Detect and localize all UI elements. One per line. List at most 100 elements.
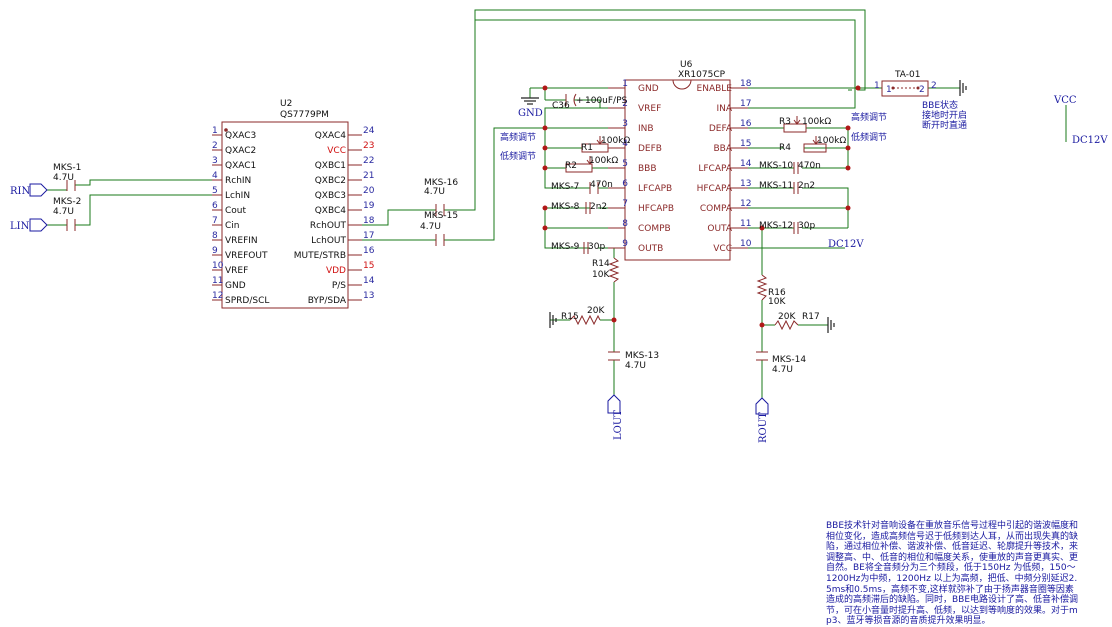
u2-pin-20-name: QXBC3 — [315, 191, 346, 201]
mks12-ref: MKS-12 — [759, 221, 793, 231]
u2-pin-16-number: 16 — [363, 246, 375, 256]
u2-pin-4-name: RchIN — [225, 176, 251, 186]
u6-pin-5-number: 5 — [622, 159, 628, 169]
lin-label: LIN — [10, 221, 30, 232]
u6-pin-14-name: LFCAPA — [698, 164, 732, 174]
cap-mks13: MKS-13 4.7U — [608, 351, 659, 371]
lf-adjust-b-label: 低频调节 — [500, 150, 536, 162]
u6-pin-9-name: OUTB — [638, 244, 663, 254]
u2-pin-13-number: 13 — [363, 291, 374, 301]
u2-pin-22-name: QXBC1 — [315, 161, 346, 171]
cap-mks10: MKS-10 470n — [759, 161, 821, 174]
pot-r4: R4 100kΩ — [779, 136, 846, 153]
u6-pin-4-name: DEFB — [638, 144, 662, 154]
u6-pin-11-number: 11 — [740, 219, 751, 229]
u2-pin-8-name: VREFIN — [225, 236, 258, 246]
r4-ref: R4 — [779, 143, 791, 153]
mks8-ref: MKS-8 — [551, 202, 580, 212]
r3-ref: R3 — [779, 117, 791, 127]
u6-pin-6-name: LFCAPB — [638, 184, 672, 194]
u6-part: XR1075CP — [678, 70, 726, 80]
wires — [47, 9, 1067, 398]
mks9-ref: MKS-9 — [551, 242, 580, 252]
cap-mks1: MKS-1 4.7U — [53, 163, 81, 191]
r2-ref: R2 — [565, 161, 577, 171]
u2-pin-17-number: 17 — [363, 231, 374, 241]
mks7-ref: MKS-7 — [551, 182, 579, 192]
u2-pin-1-number: 1 — [212, 126, 218, 136]
u2-pin-14-name: P/S — [332, 281, 346, 291]
pot-r2: R2 100kΩ — [565, 156, 618, 173]
u6-pin-13-name: HFCAPA — [697, 184, 733, 194]
mks10-ref: MKS-10 — [759, 161, 793, 171]
res-r15: R15 20K — [561, 306, 605, 326]
r16-ref: R16 — [768, 288, 786, 298]
lf-adjust-a-label: 低频调节 — [851, 131, 887, 143]
u2-pin-10-name: VREF — [225, 266, 248, 276]
cap-mks9: MKS-9 30p — [551, 242, 605, 254]
cap-mks11: MKS-11 2n2 — [759, 181, 815, 194]
mks16-val: 4.7U — [424, 187, 445, 197]
ta01-note-2: 接地时开启 — [922, 109, 967, 121]
gnd-r17 — [827, 317, 835, 333]
r14-val: 10K — [592, 270, 610, 280]
mks14-ref: MKS-14 — [772, 355, 806, 365]
hf-adjust-b-label: 高频调节 — [500, 131, 536, 143]
u6-ref: U6 — [680, 60, 693, 70]
u6-pin-17-name: INA — [716, 104, 732, 114]
ta01-pin2-outer: 2 — [931, 81, 937, 91]
u6-pin-6-number: 6 — [622, 179, 628, 189]
u6-pin-17-number: 17 — [740, 99, 751, 109]
u6-pin-15-name: BBA — [713, 144, 732, 154]
r16-val: 10K — [768, 297, 786, 307]
mks2-val: 4.7U — [53, 207, 74, 217]
mks1-ref: MKS-1 — [53, 163, 81, 173]
u2-ref: U2 — [280, 99, 292, 109]
dc12v-vcc-label: DC12V — [1072, 135, 1108, 146]
u2-pin-5-number: 5 — [212, 186, 218, 196]
u6-pin-16-name: DEFA — [709, 124, 733, 134]
ta01-pin1-outer: 1 — [874, 81, 880, 91]
cap-mks12: MKS-12 30p — [759, 221, 815, 234]
r14-ref: R14 — [592, 259, 610, 269]
u2-pin-8-number: 8 — [212, 231, 218, 241]
c36-ref: C36 — [552, 101, 570, 111]
c36-val: 100uF/PS — [585, 96, 628, 106]
r15-ref: R15 — [561, 312, 579, 322]
port-lin: LIN — [10, 218, 48, 232]
cap-mks7: MKS-7 470n — [551, 180, 613, 194]
net-labels: 高频调节 低频调节 高频调节 低频调节 DC12V VCC DC12V — [500, 95, 1108, 250]
u2-pin-6-number: 6 — [212, 201, 218, 211]
u2-pin-17-name: LchOUT — [311, 236, 346, 246]
u2-pin-7-number: 7 — [212, 216, 218, 226]
u2-pin-9-name: VREFOUT — [225, 251, 268, 261]
mks8-val: 2n2 — [590, 202, 607, 212]
ta01-pin2-inner: 2 — [919, 85, 925, 95]
ta01-jumper: TA-01 1 1 2 2 BBE状态 接地时开启 断开时直通 — [874, 70, 967, 131]
u2-pin-4-number: 4 — [212, 171, 218, 181]
lout-label: LOUT — [613, 410, 624, 440]
u2-pin-10-number: 10 — [212, 261, 224, 271]
mks15-val: 4.7U — [420, 222, 441, 232]
u2-pin-24-number: 24 — [363, 126, 375, 136]
u6-pin-18-name: ENABLE — [697, 84, 733, 94]
u6-pin-10-name: VCC — [713, 244, 732, 254]
u2-pin-9-number: 9 — [212, 246, 218, 256]
mks15-ref: MKS-15 — [424, 211, 458, 221]
u2-pin-24-name: QXAC4 — [315, 131, 347, 141]
u6-pin-13-number: 13 — [740, 179, 751, 189]
mks2-ref: MKS-2 — [53, 197, 81, 207]
u2-pin-7-name: Cin — [225, 221, 240, 231]
u2-pin-21-number: 21 — [363, 171, 374, 181]
u6-pin-7-number: 7 — [622, 199, 628, 209]
pot-r1: R1 100kΩ — [581, 136, 630, 153]
dc12v-u6-label: DC12V — [828, 239, 864, 250]
r3-val: 100kΩ — [802, 117, 831, 127]
u6-pin-4-number: 4 — [622, 139, 628, 149]
u6-pin-16-number: 16 — [740, 119, 752, 129]
mks12-val: 30p — [798, 221, 815, 231]
u6-pin-7-name: HFCAPB — [638, 204, 674, 214]
u2-pin-5-name: LchIN — [225, 191, 250, 201]
